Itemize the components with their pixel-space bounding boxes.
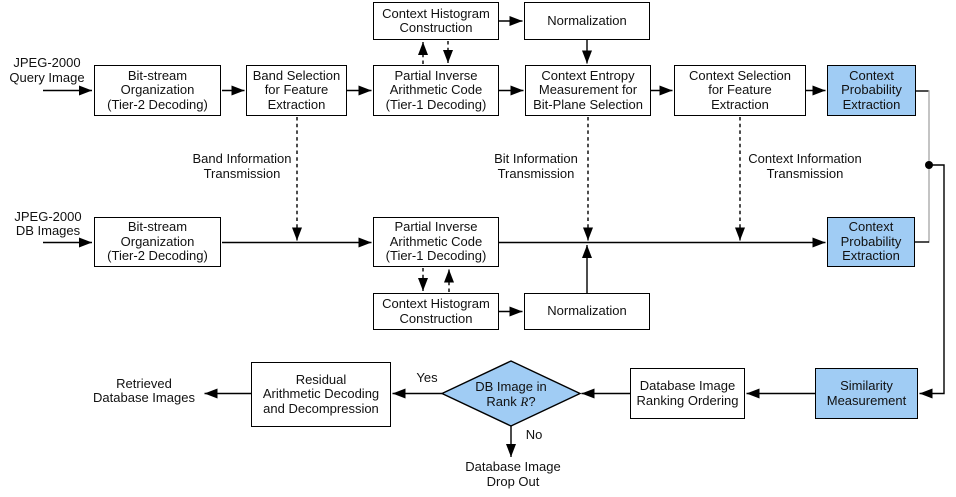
box-db-context-probability: Context Probability Extraction (827, 217, 915, 267)
box-residual-decoding: Residual Arithmetic Decoding and Decompr… (251, 362, 391, 427)
box-ranking-ordering: Database Image Ranking Ordering (630, 368, 745, 419)
box-query-partial-inverse: Partial Inverse Arithmetic Code (Tier-1 … (373, 65, 499, 116)
box-band-selection: Band Selection for Feature Extraction (246, 65, 347, 116)
box-context-selection: Context Selection for Feature Extraction (674, 65, 806, 116)
box-context-entropy: Context Entropy Measurement for Bit-Plan… (525, 65, 651, 116)
box-db-partial-inverse: Partial Inverse Arithmetic Code (Tier-1 … (373, 217, 499, 267)
box-context-histogram-bottom: Context Histogram Construction (373, 293, 499, 330)
box-context-histogram-top: Context Histogram Construction (373, 2, 499, 40)
label-no: No (525, 426, 543, 442)
decision-diamond (440, 360, 582, 427)
box-query-context-probability: Context Probability Extraction (827, 65, 916, 116)
label-decision: DB Image in Rank R? (446, 379, 576, 409)
label-db-input: JPEG-2000 DB Images (14, 208, 82, 238)
label-retrieved-images: Retrieved Database Images (93, 375, 195, 405)
label-band-transmission: Band Information Transmission (192, 151, 292, 181)
box-db-bitstream-organization: Bit-stream Organization (Tier-2 Decoding… (94, 217, 221, 267)
decision-line1: DB Image in (475, 379, 547, 394)
label-yes: Yes (416, 369, 438, 385)
label-drop-out: Database Image Drop Out (465, 459, 561, 489)
box-similarity-measurement: Similarity Measurement (815, 368, 918, 419)
label-bit-transmission: Bit Information Transmission (494, 151, 578, 181)
label-context-transmission: Context Information Transmission (748, 151, 862, 181)
decision-line2: Rank R? (486, 393, 536, 409)
label-query-input: JPEG-2000 Query Image (9, 55, 85, 85)
line-merge-to-similarity (919, 164, 945, 399)
box-normalization-bottom: Normalization (524, 293, 650, 330)
box-query-bitstream-organization: Bit-stream Organization (Tier-2 Decoding… (94, 65, 221, 116)
rank-variable: R (520, 393, 529, 409)
box-normalization-top: Normalization (524, 2, 650, 40)
